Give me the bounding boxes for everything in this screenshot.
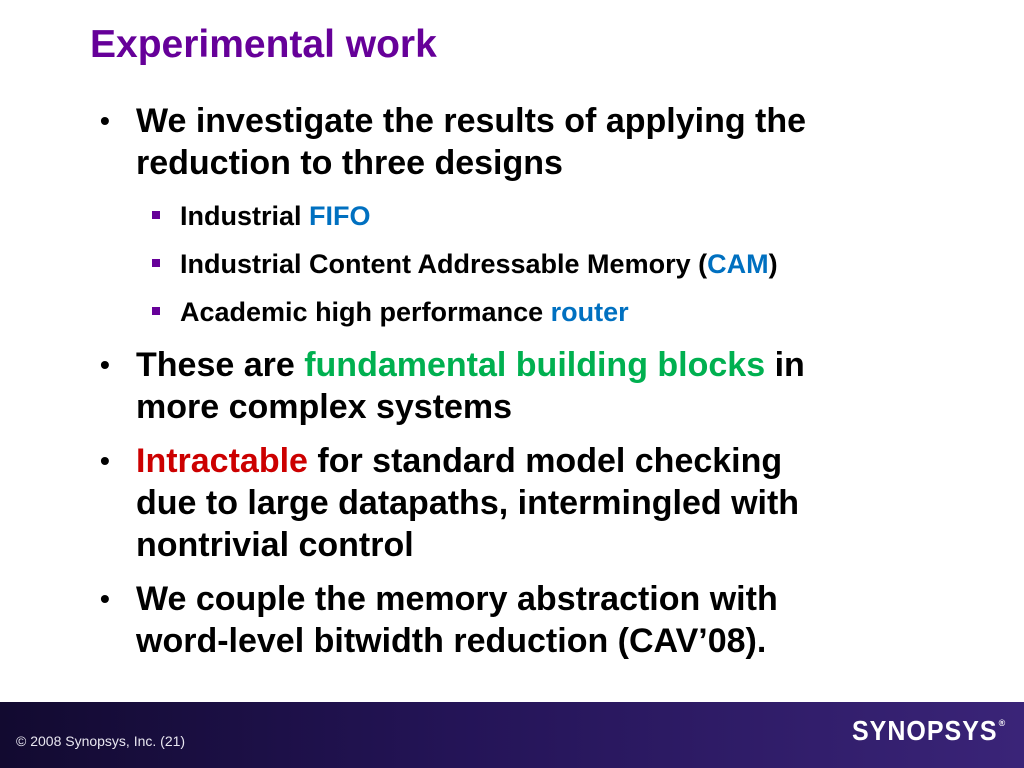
highlight-cam: CAM <box>707 249 769 279</box>
synopsys-logo-text: SYNOPSYS <box>852 716 998 747</box>
sub-bullet-text: Industrial Content Addressable Memory ( <box>180 249 708 279</box>
bullet-3: • Intractable for standard model checkin… <box>96 440 996 566</box>
highlight-intractable: Intractable <box>136 442 308 480</box>
sub-bullet-text: Academic high performance <box>180 297 551 327</box>
sub-bullet-router: Academic high performance router <box>96 288 996 336</box>
bullet-4-line1: We couple the memory abstraction with <box>136 580 778 618</box>
slide-body: • We investigate the results of applying… <box>96 100 996 662</box>
synopsys-logo: SYNOPSYS ® <box>852 716 1006 747</box>
bullet-1-line2: reduction to three designs <box>136 144 563 182</box>
sub-bullet-list: Industrial FIFO Industrial Content Addre… <box>96 192 996 336</box>
sub-bullet-suffix: ) <box>768 249 778 279</box>
bullet-3-line3: nontrivial control <box>136 526 414 564</box>
footer-band: © 2008 Synopsys, Inc. (21) SYNOPSYS ® <box>0 702 1024 768</box>
bullet-marker: • <box>100 445 110 476</box>
sub-bullet-cam: Industrial Content Addressable Memory (C… <box>96 240 996 288</box>
bullet-3-line2: due to large datapaths, intermingled wit… <box>136 484 800 522</box>
bullet-2-line2: more complex systems <box>136 388 513 426</box>
highlight-fundamental: fundamental building blocks <box>304 346 766 384</box>
highlight-fifo: FIFO <box>309 201 371 231</box>
highlight-router: router <box>550 297 629 327</box>
registered-mark: ® <box>998 718 1006 728</box>
bullet-2-pre: These are <box>136 346 305 384</box>
square-bullet-icon <box>152 307 160 315</box>
copyright-text: © 2008 Synopsys, Inc. (21) <box>16 733 186 749</box>
square-bullet-icon <box>152 259 160 267</box>
bullet-1: • We investigate the results of applying… <box>96 100 996 184</box>
bullet-marker: • <box>100 105 110 136</box>
sub-bullet-text: Industrial <box>180 201 310 231</box>
bullet-4: • We couple the memory abstraction with … <box>96 578 996 662</box>
bullet-4-line2: word-level bitwidth reduction (CAV’08). <box>136 622 767 660</box>
sub-bullet-fifo: Industrial FIFO <box>96 192 996 240</box>
bullet-3-post: for standard model checking <box>307 442 783 480</box>
square-bullet-icon <box>152 211 160 219</box>
bullet-2: • These are fundamental building blocks … <box>96 344 996 428</box>
bullet-1-line1: We investigate the results of applying t… <box>136 102 807 140</box>
bullet-marker: • <box>100 583 110 614</box>
bullet-marker: • <box>100 349 110 380</box>
slide-title: Experimental work <box>90 23 437 66</box>
bullet-2-post: in <box>765 346 805 384</box>
